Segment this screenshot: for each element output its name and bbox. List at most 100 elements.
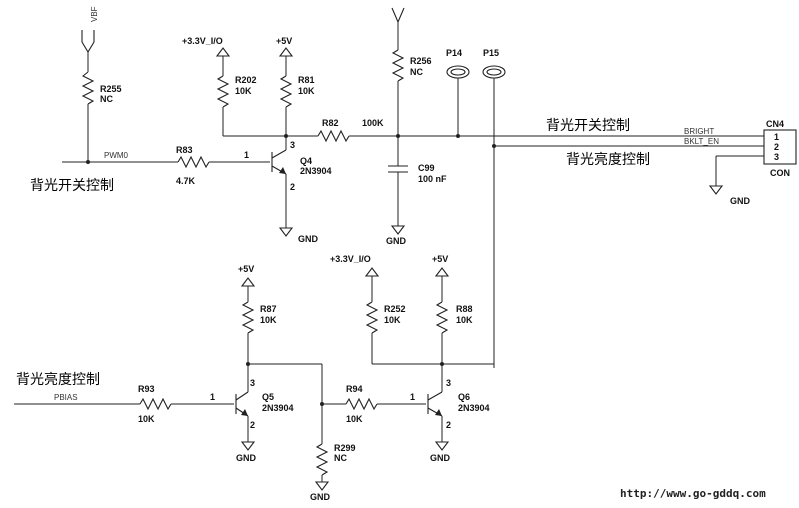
r252-resistor: [365, 301, 379, 334]
v33-bottom-label: +3.3V_I/O: [330, 254, 371, 264]
r299-resistor: [315, 443, 329, 476]
junction-q4-collector: [284, 134, 288, 138]
r256-resistor: [391, 49, 405, 82]
cn4-label: CN4: [766, 119, 784, 129]
cn-label-switch-right: 背光开关控制: [546, 118, 630, 134]
q6-pin3: 3: [446, 378, 451, 388]
r81-resistor: [279, 75, 293, 108]
gnd-c99-symbol: [390, 225, 406, 235]
r94-label: R94: [346, 384, 363, 394]
p14-test-point: [446, 65, 470, 79]
r94-resistor: [345, 397, 378, 411]
r255-label: R255: [100, 84, 122, 94]
r202-resistor: [216, 75, 230, 108]
bright-label: BRIGHT: [684, 127, 714, 136]
gnd-q5-label: GND: [236, 453, 257, 463]
q5-label: Q5: [262, 392, 274, 402]
q5-pin3: 3: [250, 378, 255, 388]
gnd-q5-symbol: [240, 441, 256, 451]
v33-bottom-symbol: [364, 267, 380, 277]
r299-value: NC: [334, 453, 347, 463]
r83-resistor: [177, 155, 210, 169]
gnd-cn4-symbol: [708, 185, 724, 195]
gnd-q4-symbol: [278, 227, 294, 237]
p15-test-point-inner: [486, 68, 502, 76]
vbf-label: VBF: [90, 6, 99, 22]
q4-value: 2N3904: [300, 166, 332, 176]
r81-value: 10K: [298, 86, 315, 96]
v5-q6-label: +5V: [432, 254, 448, 264]
v5-top-label: +5V: [276, 36, 292, 46]
cn4-con-label: CON: [770, 168, 790, 178]
r87-resistor: [241, 301, 255, 334]
c99-label: C99: [418, 163, 435, 173]
r202-label: R202: [235, 75, 257, 85]
bklt-label: BKLT_EN: [684, 137, 719, 146]
r81-label: R81: [298, 75, 315, 85]
r94-value: 10K: [346, 414, 363, 424]
r256-label: R256: [410, 56, 432, 66]
p14-label: P14: [446, 48, 462, 58]
q6-pin2: 2: [446, 420, 451, 430]
r256-value: NC: [410, 67, 423, 77]
v5-q6-symbol: [434, 267, 450, 277]
cn4-connector-body: [763, 129, 797, 165]
c99-value: 100 nF: [418, 174, 447, 184]
v5-q5-symbol: [240, 277, 256, 287]
r256-connector-symbol: [391, 7, 405, 24]
r88-resistor: [435, 301, 449, 334]
gnd-q6-label: GND: [430, 453, 451, 463]
r88-value: 10K: [456, 315, 473, 325]
r88-label: R88: [456, 304, 473, 314]
website-url: http://www.go-gddq.com: [620, 487, 766, 500]
junction-q6-collector: [440, 362, 444, 366]
q6-pin1: 1: [410, 392, 415, 402]
r202-value: 10K: [235, 86, 252, 96]
gnd-q6-symbol: [434, 441, 450, 451]
q4-emitter-arrow: [279, 167, 286, 174]
r82-value: 100K: [362, 118, 384, 128]
cn-label-brightness-left: 背光亮度控制: [16, 371, 100, 388]
r87-label: R87: [260, 304, 277, 314]
q5-emitter-arrow: [241, 409, 248, 416]
cn4-pin1: 1: [774, 132, 779, 142]
r93-label: R93: [138, 384, 155, 394]
q4-label: Q4: [300, 156, 312, 166]
v5-q5-label: +5V: [238, 264, 254, 274]
r83-label: R83: [176, 145, 193, 155]
r252-label: R252: [384, 304, 406, 314]
q6-collector: [427, 391, 443, 401]
gnd-q4-label: GND: [298, 234, 319, 244]
r252-value: 10K: [384, 315, 401, 325]
q5-value: 2N3904: [262, 403, 294, 413]
r82-label: R82: [322, 118, 339, 128]
r83-value: 4.7K: [176, 176, 196, 186]
p15-test-point: [482, 65, 506, 79]
r93-resistor: [139, 397, 172, 411]
q5-collector: [235, 391, 249, 401]
v5-top-symbol: [278, 47, 294, 57]
r255-value: NC: [100, 94, 113, 104]
v33-top-symbol: [215, 47, 231, 57]
p15-label: P15: [483, 48, 499, 58]
cn-label-switch-left: 背光开关控制: [30, 178, 114, 194]
junction-pwm0: [86, 160, 90, 164]
q4-pin1: 1: [244, 150, 249, 160]
gnd-r299-label: GND: [310, 492, 331, 502]
pbias-label: PBIAS: [54, 393, 78, 402]
r255-resistor: [81, 71, 95, 105]
r299-label: R299: [334, 443, 356, 453]
q5-pin2: 2: [250, 420, 255, 430]
r82-resistor: [317, 129, 350, 143]
q4-collector: [271, 149, 287, 159]
q4-pin2: 2: [290, 182, 295, 192]
p14-test-point-inner: [450, 68, 466, 76]
q6-label: Q6: [458, 392, 470, 402]
q6-emitter-arrow: [435, 409, 442, 416]
q5-pin1: 1: [210, 392, 215, 402]
gnd-cn4-label: GND: [730, 196, 751, 206]
v33-top-label: +3.3V_I/O: [182, 36, 223, 46]
r87-value: 10K: [260, 315, 277, 325]
q4-pin3: 3: [290, 140, 295, 150]
